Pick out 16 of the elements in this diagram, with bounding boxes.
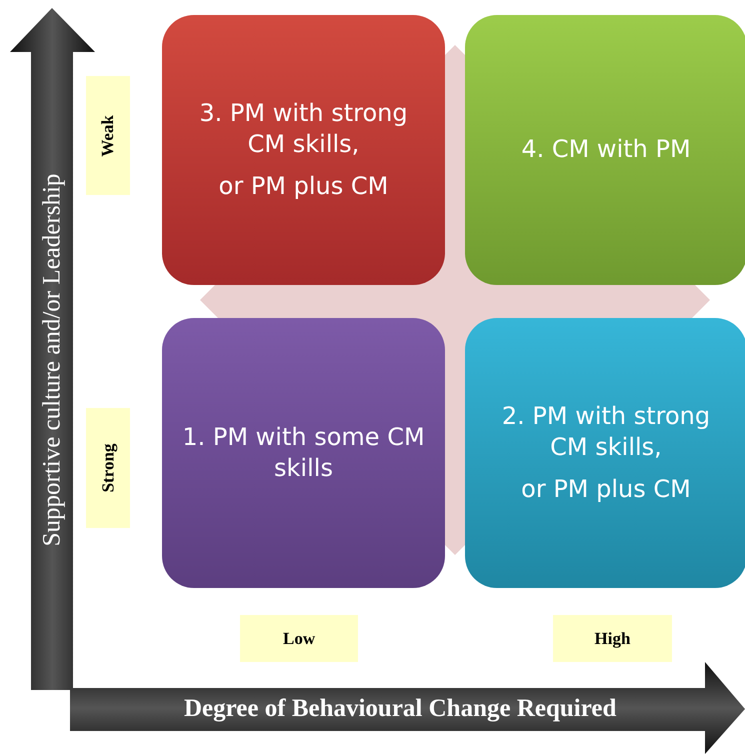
axis-level-label: Strong (98, 444, 118, 492)
axis-level-label: High (594, 628, 630, 648)
quadrant-text: 1. PM with some CM skills (181, 422, 426, 484)
quadrant-box (162, 318, 445, 588)
quadrant-text: 4. CM with PM (521, 134, 691, 166)
quadrant-box (162, 15, 445, 285)
axis-level-label: Weak (98, 114, 118, 156)
quadrant-text: 2. PM with strong CM skills, (500, 401, 712, 464)
axis-level-label: Low (283, 628, 316, 648)
quadrant-text: or PM plus CM (521, 474, 691, 505)
quadrant-text: or PM plus CM (218, 170, 388, 202)
quadrant-box (465, 318, 745, 588)
axis-title: Degree of Behavioural Change Required (184, 695, 616, 723)
quadrant-box (465, 15, 745, 285)
quadrant-text: 3. PM with strong CM skills, (198, 98, 409, 160)
axis-title: Supportive culture and/or Leadership (38, 174, 66, 546)
